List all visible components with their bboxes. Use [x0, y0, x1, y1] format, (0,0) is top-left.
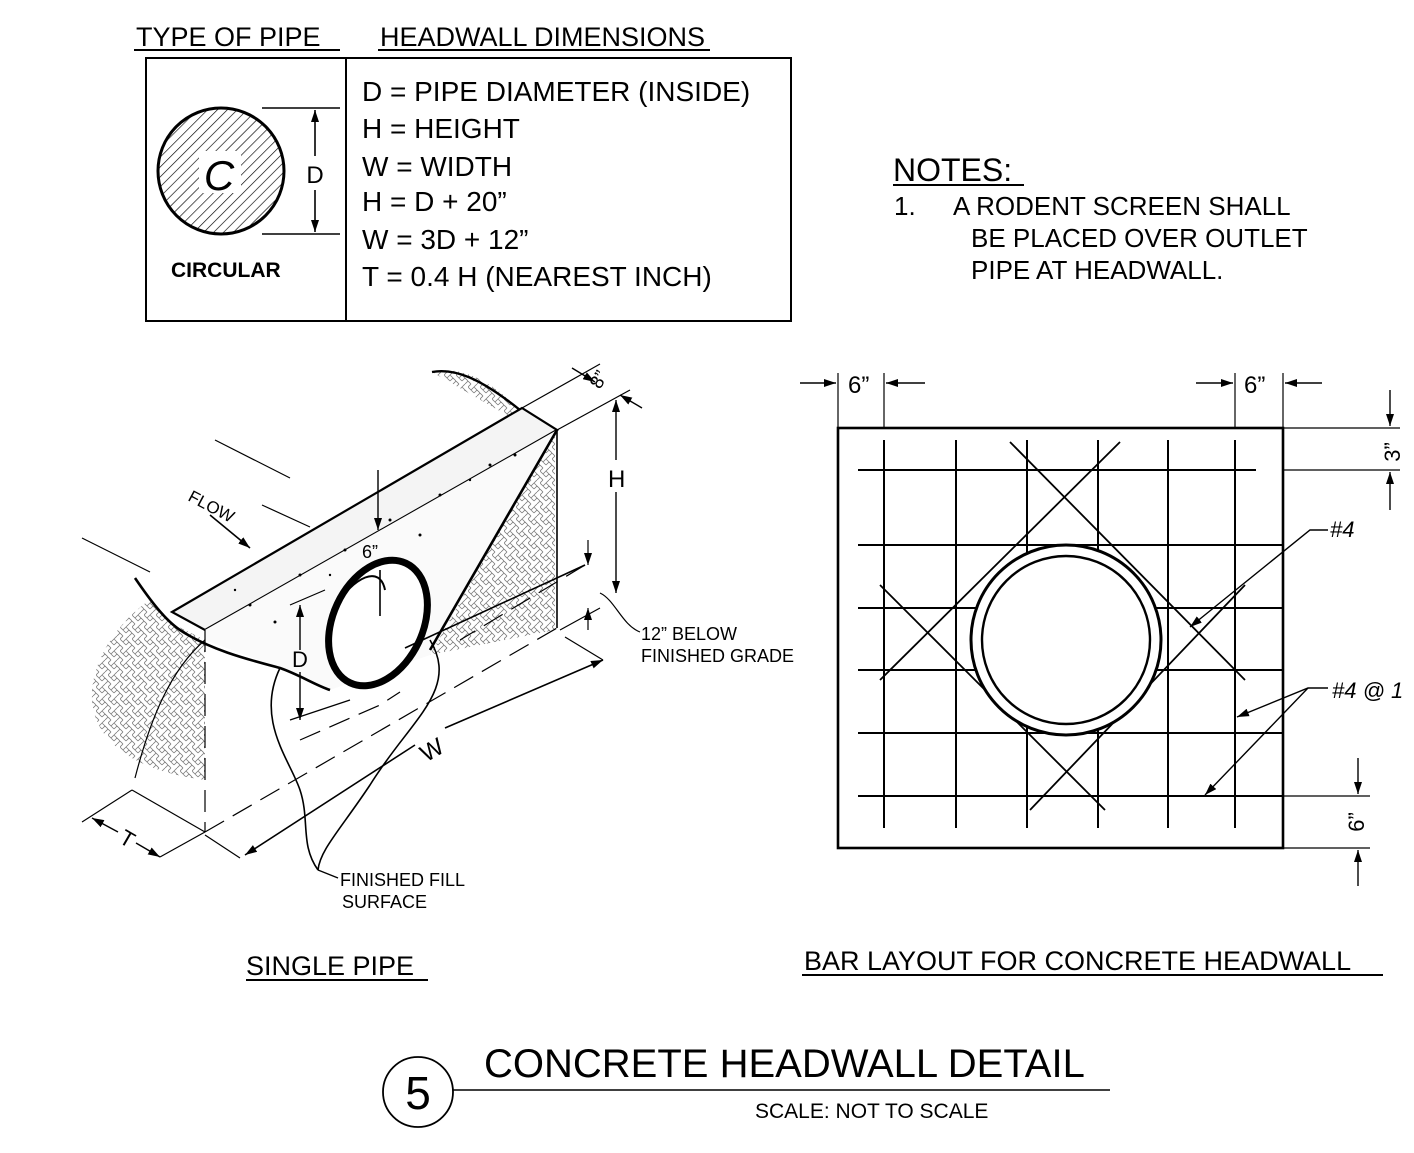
dim-width-label: W: [416, 733, 449, 768]
below-grade-label-1: 12” BELOW: [641, 624, 737, 644]
pipe-type-table: TYPE OF PIPE HEADWALL DIMENSIONS C D CIR…: [134, 22, 792, 322]
flow-label: FLOW: [185, 487, 237, 527]
notes-heading: NOTES:: [893, 152, 1012, 188]
bar-spacing-label: #4 @ 1: [1332, 678, 1403, 703]
fill-surface-label-1: FINISHED FILL: [340, 870, 465, 890]
def-thickness-formula: T = 0.4 H (NEAREST INCH): [362, 261, 712, 292]
dim-inset-label: 6”: [362, 542, 378, 562]
earth-left: [91, 600, 205, 780]
def-width: W = WIDTH: [362, 151, 512, 182]
note-line-1: A RODENT SCREEN SHALL: [953, 191, 1291, 221]
pipe-opening-inner: [980, 554, 1152, 726]
dim-height-label: H: [608, 466, 625, 493]
earth-right: [430, 370, 555, 655]
def-width-formula: W = 3D + 12”: [362, 224, 529, 255]
title-block: 5 CONCRETE HEADWALL DETAIL SCALE: NOT TO…: [382, 1042, 1110, 1128]
fill-surface-label-2: SURFACE: [342, 892, 427, 912]
single-pipe-title: SINGLE PIPE: [246, 951, 414, 981]
dim-thickness-label: T: [115, 825, 139, 853]
below-grade-label-2: FINISHED GRADE: [641, 646, 794, 666]
detail-number-bubble: [382, 1056, 454, 1128]
headwall-outline: [836, 426, 1285, 850]
pipe-type-label: CIRCULAR: [171, 259, 281, 282]
dim-top-label: 8”: [586, 367, 613, 392]
note-line-2: BE PLACED OVER OUTLET: [971, 223, 1308, 253]
notes-block: NOTES: 1. A RODENT SCREEN SHALL BE PLACE…: [893, 152, 1308, 285]
def-diameter: D = PIPE DIAMETER (INSIDE): [362, 76, 750, 107]
detail-title: CONCRETE HEADWALL DETAIL: [484, 1042, 1085, 1086]
single-pipe-isometric: FLOW 8” H 12” BELOW FINISHED GRADE 6” D: [81, 363, 794, 981]
dim-top-label: 3”: [1380, 442, 1405, 462]
pipe-letter: C: [204, 152, 235, 199]
note-line-3: PIPE AT HEADWALL.: [971, 255, 1223, 285]
dim-right-label: 6”: [1244, 372, 1265, 399]
bar-layout-title: BAR LAYOUT FOR CONCRETE HEADWALL: [804, 946, 1351, 976]
note-number: 1.: [894, 191, 916, 221]
type-of-pipe-header: TYPE OF PIPE: [136, 22, 321, 52]
table-frame: [145, 57, 792, 322]
detail-number: 5: [405, 1067, 431, 1119]
headwall-dimensions-header: HEADWALL DIMENSIONS: [380, 22, 705, 52]
detail-scale: SCALE: NOT TO SCALE: [755, 1100, 988, 1123]
dim-bottom-label: 6”: [1344, 812, 1369, 832]
def-height: H = HEIGHT: [362, 113, 520, 144]
dim-diameter-label: D: [292, 647, 308, 672]
dim-left-label: 6”: [848, 372, 869, 399]
def-height-formula: H = D + 20”: [362, 186, 507, 217]
diameter-label: D: [306, 162, 323, 189]
bar-diag-label: #4: [1330, 517, 1354, 542]
bar-layout-plan: 6” 6” 3” 6” #4 #4 @ 1 BAR LAYOUT FOR CON…: [800, 372, 1405, 976]
